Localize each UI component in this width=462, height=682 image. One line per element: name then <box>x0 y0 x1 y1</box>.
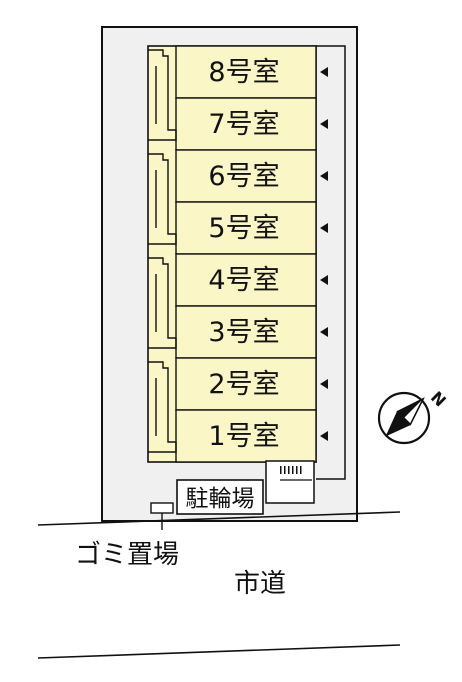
utility-mark <box>300 466 302 474</box>
road-edge-lower <box>37 644 401 659</box>
room-label: 1号室 <box>208 421 279 452</box>
entrance-arrow-icon <box>320 119 328 129</box>
room-label: 3号室 <box>208 317 279 348</box>
room-unit: 5号室 <box>175 201 317 255</box>
utility-box <box>265 460 315 504</box>
room-label: 5号室 <box>208 213 279 244</box>
room-unit: 8号室 <box>175 45 317 99</box>
entrance-arrow-icon <box>320 171 328 181</box>
room-label: 4号室 <box>208 265 279 296</box>
room-label: 2号室 <box>208 369 279 400</box>
utility-mark <box>284 466 286 474</box>
room-unit: 7号室 <box>175 97 317 151</box>
garbage-area-box <box>150 502 174 514</box>
room-rect <box>175 409 317 463</box>
road-edge-upper <box>37 511 401 526</box>
entrance-arrow-icon <box>320 431 328 441</box>
bicycle-parking-box <box>176 479 264 515</box>
room-unit: 4号室 <box>175 253 317 307</box>
entrance-arrow-icon <box>320 327 328 337</box>
room-unit: 6号室 <box>175 149 317 203</box>
building-units: 8号室 7号室 6号室 5号室 4号室 3号室 2号室 1号室 <box>147 45 317 463</box>
utility-mark <box>292 466 294 474</box>
entrance-arrow-icon <box>320 379 328 389</box>
room-rect <box>175 201 317 255</box>
entrance-arrows <box>320 67 328 441</box>
road-label: 市道 <box>234 569 286 599</box>
utility-mark <box>296 466 298 474</box>
compass-icon: N <box>377 388 450 445</box>
room-rect <box>175 97 317 151</box>
room-unit: 3号室 <box>175 305 317 359</box>
compass-north-label: N <box>427 388 450 411</box>
entrance-arrow-icon <box>320 67 328 77</box>
garbage-area-label: ゴミ置場 <box>75 540 179 570</box>
stair-outline <box>148 153 177 245</box>
room-label: 8号室 <box>208 57 279 88</box>
room-label: 6号室 <box>208 161 279 192</box>
entrance-arrow-icon <box>320 275 328 285</box>
stair-outline <box>148 49 177 141</box>
utility-mark <box>288 466 290 474</box>
room-rect <box>175 149 317 203</box>
room-unit: 2号室 <box>175 357 317 411</box>
stair-outline <box>148 361 177 453</box>
entrance-arrow-icon <box>320 223 328 233</box>
room-unit: 1号室 <box>175 409 317 463</box>
stair-outline <box>148 257 177 349</box>
room-label: 7号室 <box>208 109 279 140</box>
room-rect <box>175 45 317 99</box>
bicycle-parking-label: 駐輪場 <box>186 486 255 512</box>
stair-outlines <box>148 49 177 453</box>
utility-mark <box>280 466 282 474</box>
room-rect <box>175 253 317 307</box>
access-walkway <box>316 45 346 480</box>
